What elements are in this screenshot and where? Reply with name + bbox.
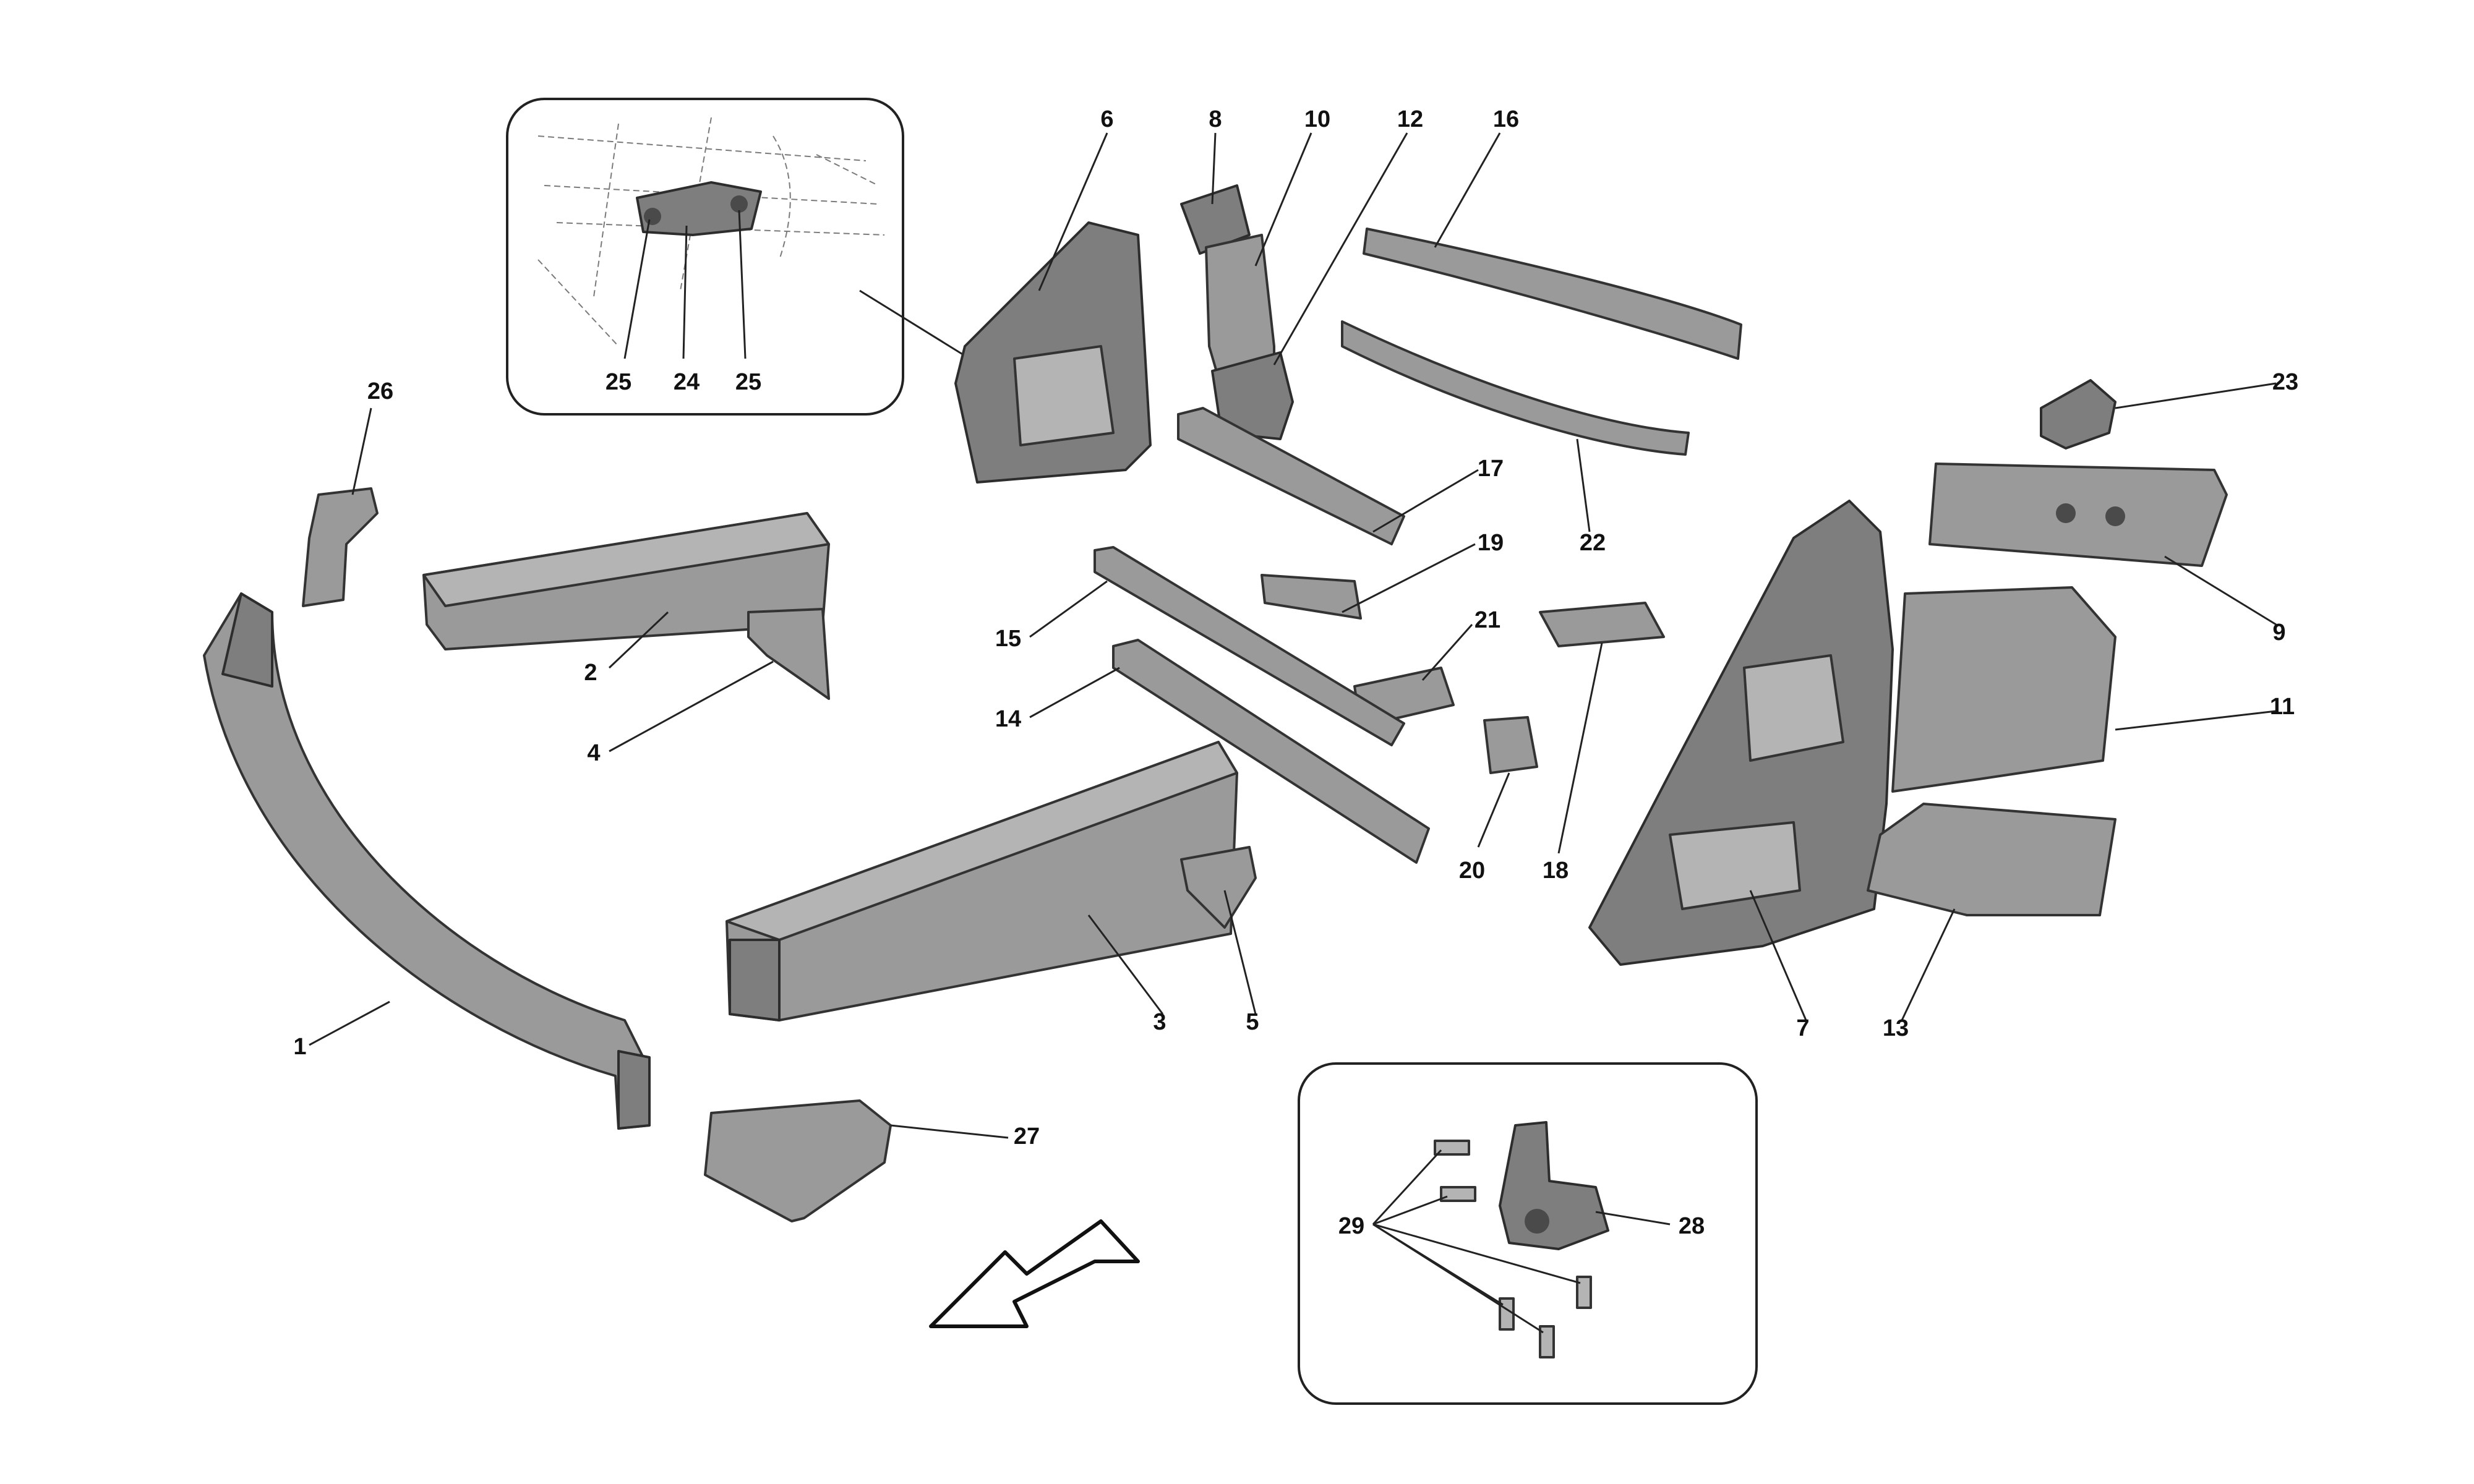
callout-17: 17: [1478, 456, 1504, 482]
part-16-roof-bar: [1363, 228, 1742, 360]
part-17-rail: [1177, 407, 1405, 545]
bolt-29-4-icon: [1576, 1276, 1592, 1309]
callout-13: 13: [1883, 1015, 1909, 1041]
callout-23: 23: [2272, 369, 2298, 395]
callout-6: 6: [1100, 106, 1113, 132]
part-7-rear-side-frame: [1588, 500, 1894, 966]
part-18-block: [1539, 602, 1665, 647]
part-9-hole-1-icon: [2056, 503, 2076, 523]
part-7-cutout-lower: [1669, 821, 1801, 910]
part-23-bracket: [2040, 379, 2117, 450]
callout-27: 27: [1014, 1124, 1040, 1149]
part-7-cutout-upper: [1743, 654, 1844, 762]
part-26-bracket: [302, 487, 379, 607]
inset-detail-top-left: [506, 98, 990, 416]
callout-29: 29: [1338, 1213, 1364, 1239]
part-14-crossmember: [1112, 639, 1430, 864]
callout-5: 5: [1246, 1009, 1259, 1035]
callout-3: 3: [1153, 1009, 1166, 1035]
callout-4: 4: [587, 740, 600, 766]
bolt-29-5-icon: [1539, 1325, 1555, 1358]
callout-16: 16: [1493, 106, 1519, 132]
callout-7: 7: [1796, 1015, 1809, 1041]
callout-labels: 1 2 3 4 5 6 7 8 9 10 11 12 13 14 15 16 1…: [293, 106, 2298, 1239]
part-3-top-face: [726, 741, 1238, 941]
part-2-top-face: [422, 512, 830, 607]
part-9-hole-2-icon: [2105, 506, 2125, 526]
part-15-crossmember: [1094, 546, 1405, 746]
leader-lines: [309, 132, 2277, 1334]
callout-18: 18: [1543, 858, 1569, 884]
front-direction-arrow-icon: [929, 1219, 1140, 1328]
callout-12: 12: [1397, 106, 1423, 132]
bolt-29-1-icon: [1434, 1140, 1470, 1156]
part-19-plate: [1261, 574, 1362, 620]
callout-15: 15: [995, 626, 1021, 652]
callout-28: 28: [1679, 1213, 1705, 1239]
bolt-25-right-icon: [730, 195, 748, 213]
part-11-wheelhouse-panel: [1891, 586, 2117, 793]
callout-2: 2: [584, 660, 597, 686]
callout-10: 10: [1304, 106, 1330, 132]
part-22-roof-bar: [1341, 320, 1690, 456]
callout-20: 20: [1459, 858, 1485, 884]
callout-8: 8: [1209, 106, 1222, 132]
part-28-bore-icon: [1525, 1209, 1549, 1234]
callout-9: 9: [2272, 620, 2285, 646]
part-20-block: [1483, 716, 1538, 774]
callout-26: 26: [367, 378, 393, 404]
part-6-cutout: [1013, 345, 1115, 446]
callout-24: 24: [674, 369, 700, 395]
part-3-end-face: [729, 939, 781, 1021]
part-5-bracket: [1180, 846, 1257, 929]
callout-25-right: 25: [735, 369, 761, 395]
part-27-bracket: [704, 1099, 892, 1222]
callout-11: 11: [2270, 694, 2295, 720]
part-1-end-plate: [221, 592, 273, 688]
callout-1: 1: [293, 1034, 306, 1060]
inset-detail-bottom: [1298, 1062, 1758, 1405]
callout-25-left: 25: [606, 369, 631, 395]
callout-21: 21: [1475, 607, 1500, 633]
callout-22: 22: [1580, 530, 1606, 556]
part-4-bracket: [747, 608, 830, 700]
bolt-29-2-icon: [1440, 1186, 1476, 1202]
callout-19: 19: [1478, 530, 1504, 556]
bracket-24: [636, 181, 762, 236]
bolt-25-left-icon: [644, 208, 661, 225]
callout-14: 14: [995, 706, 1021, 732]
bolts-29-group: [1434, 1140, 1592, 1358]
part-9-panel: [1928, 463, 2228, 567]
part-1-end-block: [617, 1050, 651, 1130]
part-13-panel: [1867, 803, 2117, 916]
part-8-block: [1180, 184, 1251, 255]
